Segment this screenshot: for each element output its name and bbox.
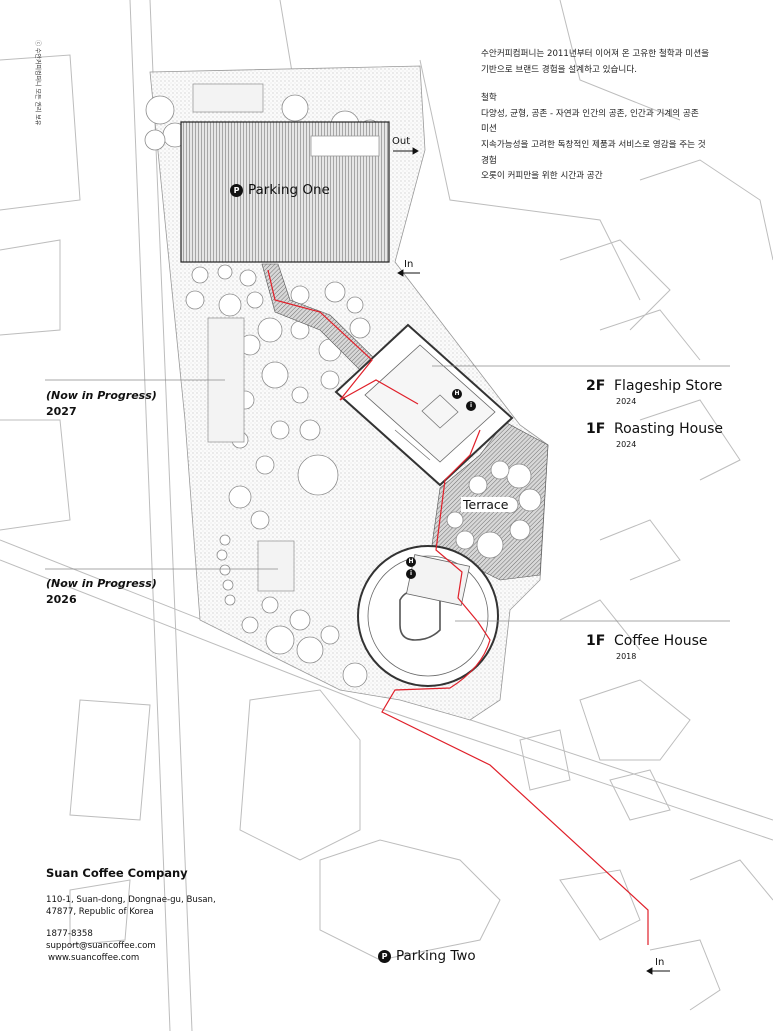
future-status: (Now in Progress) [46,389,157,402]
building-year: 2024 [616,397,637,406]
parking-icon: P [230,184,243,197]
philosophy-line: 다양성, 균형, 공존 - 자연과 인간의 공존, 인간과 기계의 공존 [481,108,699,119]
company-name: Suan Coffee Company [46,866,188,880]
walking-route [267,269,649,945]
future-plot-2026 [257,540,295,592]
future-status: (Now in Progress) [46,577,157,590]
mission-line: 오롯이 커피만을 위한 시간과 공간 [481,171,603,182]
building-floor: 1F [586,633,606,649]
copyright-vertical: ⓒ 수안커피컴퍼니 모든 권리 보유 [23,40,47,170]
copyright-text: ⓒ 수안커피컴퍼니 모든 권리 보유 [34,40,41,126]
company-email[interactable]: support@suancoffee.com [46,941,156,951]
mission-line: 경험 [481,155,497,166]
trees [144,94,381,688]
leader-lines [45,365,730,622]
intro-block: 수안커피컴퍼니는 2011년부터 이어져 온 고유한 철학과 미션을 기반으로 … [481,47,709,185]
company-phone[interactable]: 1877-8358 [46,929,93,939]
parking-icon: P [378,950,391,963]
intro-line: 수안커피컴퍼니는 2011년부터 이어져 온 고유한 철학과 미션을 [481,49,710,59]
h-icon: H [452,389,462,399]
company-address: 110-1, Suan-dong, Dongnae-gu, Busan, [46,895,216,905]
philosophy-title: 철학 [481,93,497,104]
parking-one-label: Parking One [248,182,330,198]
info-icon: i [466,401,476,411]
mission-line: 지속가능성을 고려한 독창적인 제품과 서비스로 영감을 주는 것 [481,139,706,150]
building-year: 2024 [616,440,637,449]
in-label-top: In [404,259,414,270]
company-info: Suan Coffee Company 110-1, Suan-dong, Do… [46,866,216,964]
building-year: 2018 [616,652,637,661]
building-name: Flageship Store [614,378,723,394]
building-name: Roasting House [614,421,723,437]
building-floor: 1F [586,421,606,437]
company-website[interactable]: www.suancoffee.com [48,953,140,963]
future-year: 2026 [46,593,77,606]
parking-two-label: Parking Two [396,948,476,964]
future-year: 2027 [46,405,77,418]
in-label-bottom: In [655,957,665,968]
intro-line: 기반으로 브랜드 경험을 설계하고 있습니다. [481,64,637,75]
h-icon: H [406,557,416,567]
info-icon: i [406,569,416,579]
small-structure [192,83,264,113]
out-label: Out [392,136,411,147]
mission-title: 미션 [481,124,497,135]
building-name: Coffee House [614,633,708,649]
direction-arrows [393,147,670,975]
building-floor: 2F [586,378,606,394]
terrace-label: Terrace [461,497,511,512]
company-address: 47877, Republic of Korea [46,907,154,917]
terrace-trees [446,460,542,559]
